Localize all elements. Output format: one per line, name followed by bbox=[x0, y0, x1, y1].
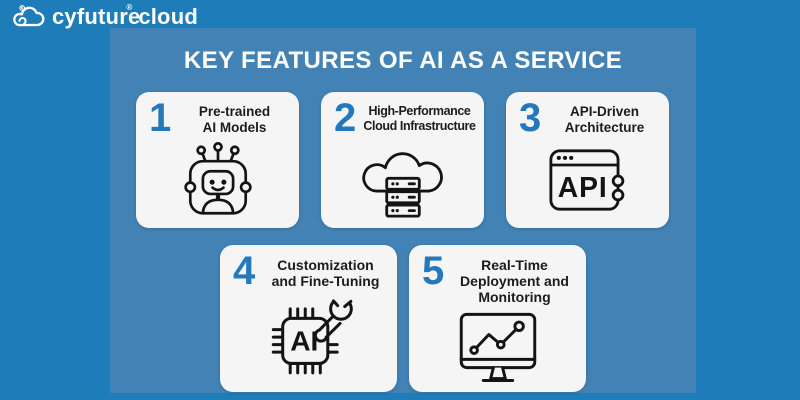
card-2-label-line-2: Cloud Infrastructure bbox=[363, 119, 476, 133]
card-2-header: 2 High-Performance Cloud Infrastructure bbox=[321, 92, 484, 140]
card-5-label: Real-Time Deployment and Monitoring bbox=[451, 254, 578, 305]
ai-icon-text: AI bbox=[290, 324, 318, 356]
card-5-label-line-1: Real-Time bbox=[481, 257, 548, 273]
brand-name-cloud: cloud bbox=[138, 4, 198, 29]
feature-card-2: 2 High-Performance Cloud Infrastructure bbox=[321, 92, 484, 228]
trademark-symbol: ® bbox=[126, 3, 133, 12]
card-5-header: 5 Real-Time Deployment and Monitoring bbox=[409, 245, 586, 305]
card-4-label-line-2: and Fine-Tuning bbox=[271, 273, 380, 289]
card-2-icon-area bbox=[321, 136, 484, 228]
card-3-number: 3 bbox=[519, 96, 542, 140]
card-4-label-line-1: Customization bbox=[277, 257, 374, 273]
card-2-number: 2 bbox=[334, 96, 357, 140]
feature-card-1: 1 Pre-trained AI Models bbox=[136, 92, 299, 228]
card-4-icon-area: AI bbox=[220, 289, 397, 392]
brand-logo: cyfuture ® cloud bbox=[10, 3, 198, 30]
brand-name-cyfuture: cyfuture bbox=[52, 4, 141, 29]
infographic-title: KEY FEATURES OF AI AS A SERVICE bbox=[183, 47, 623, 74]
cloud-servers-icon bbox=[361, 151, 443, 218]
card-1-label-line-2: AI Models bbox=[202, 119, 267, 135]
feature-card-4: 4 Customization and Fine-Tuning AI bbox=[220, 245, 397, 392]
card-3-label-line-1: API-Driven bbox=[569, 104, 640, 119]
card-2-label: High-Performance Cloud Infrastructure bbox=[363, 101, 476, 134]
robot-icon bbox=[183, 141, 252, 215]
brand-name: cyfuture ® cloud bbox=[52, 3, 198, 30]
card-4-header: 4 Customization and Fine-Tuning bbox=[220, 245, 397, 293]
card-3-label-line-2: Architecture bbox=[564, 119, 645, 135]
card-5-icon-area bbox=[409, 305, 586, 392]
api-icon-text: API bbox=[557, 171, 607, 203]
card-5-label-line-2: Deployment and bbox=[460, 273, 569, 289]
card-1-label: Pre-trained AI Models bbox=[178, 101, 291, 135]
card-5-label-line-3: Monitoring bbox=[478, 289, 551, 305]
card-1-label-line-1: Pre-trained bbox=[198, 104, 271, 119]
card-4-label: Customization and Fine-Tuning bbox=[262, 254, 389, 289]
card-3-icon-area: API bbox=[506, 136, 669, 228]
ai-chip-wrench-icon: AI bbox=[271, 292, 355, 374]
card-3-label: API-Driven Architecture bbox=[548, 101, 661, 135]
monitor-graph-icon bbox=[459, 312, 536, 382]
card-3-header: 3 API-Driven Architecture bbox=[506, 92, 669, 140]
card-2-label-line-1: High-Performance bbox=[368, 104, 471, 118]
feature-card-3: 3 API-Driven Architecture API bbox=[506, 92, 669, 228]
card-1-number: 1 bbox=[149, 96, 172, 140]
cloud-swirl-icon bbox=[13, 5, 45, 27]
card-1-header: 1 Pre-trained AI Models bbox=[136, 92, 299, 140]
api-window-icon: API bbox=[548, 149, 624, 211]
feature-card-5: 5 Real-Time Deployment and Monitoring bbox=[409, 245, 586, 392]
card-5-number: 5 bbox=[422, 249, 445, 293]
card-4-number: 4 bbox=[233, 249, 256, 293]
card-1-icon-area bbox=[136, 136, 299, 228]
infographic-panel: KEY FEATURES OF AI AS A SERVICE 1 Pre-tr… bbox=[110, 28, 696, 393]
